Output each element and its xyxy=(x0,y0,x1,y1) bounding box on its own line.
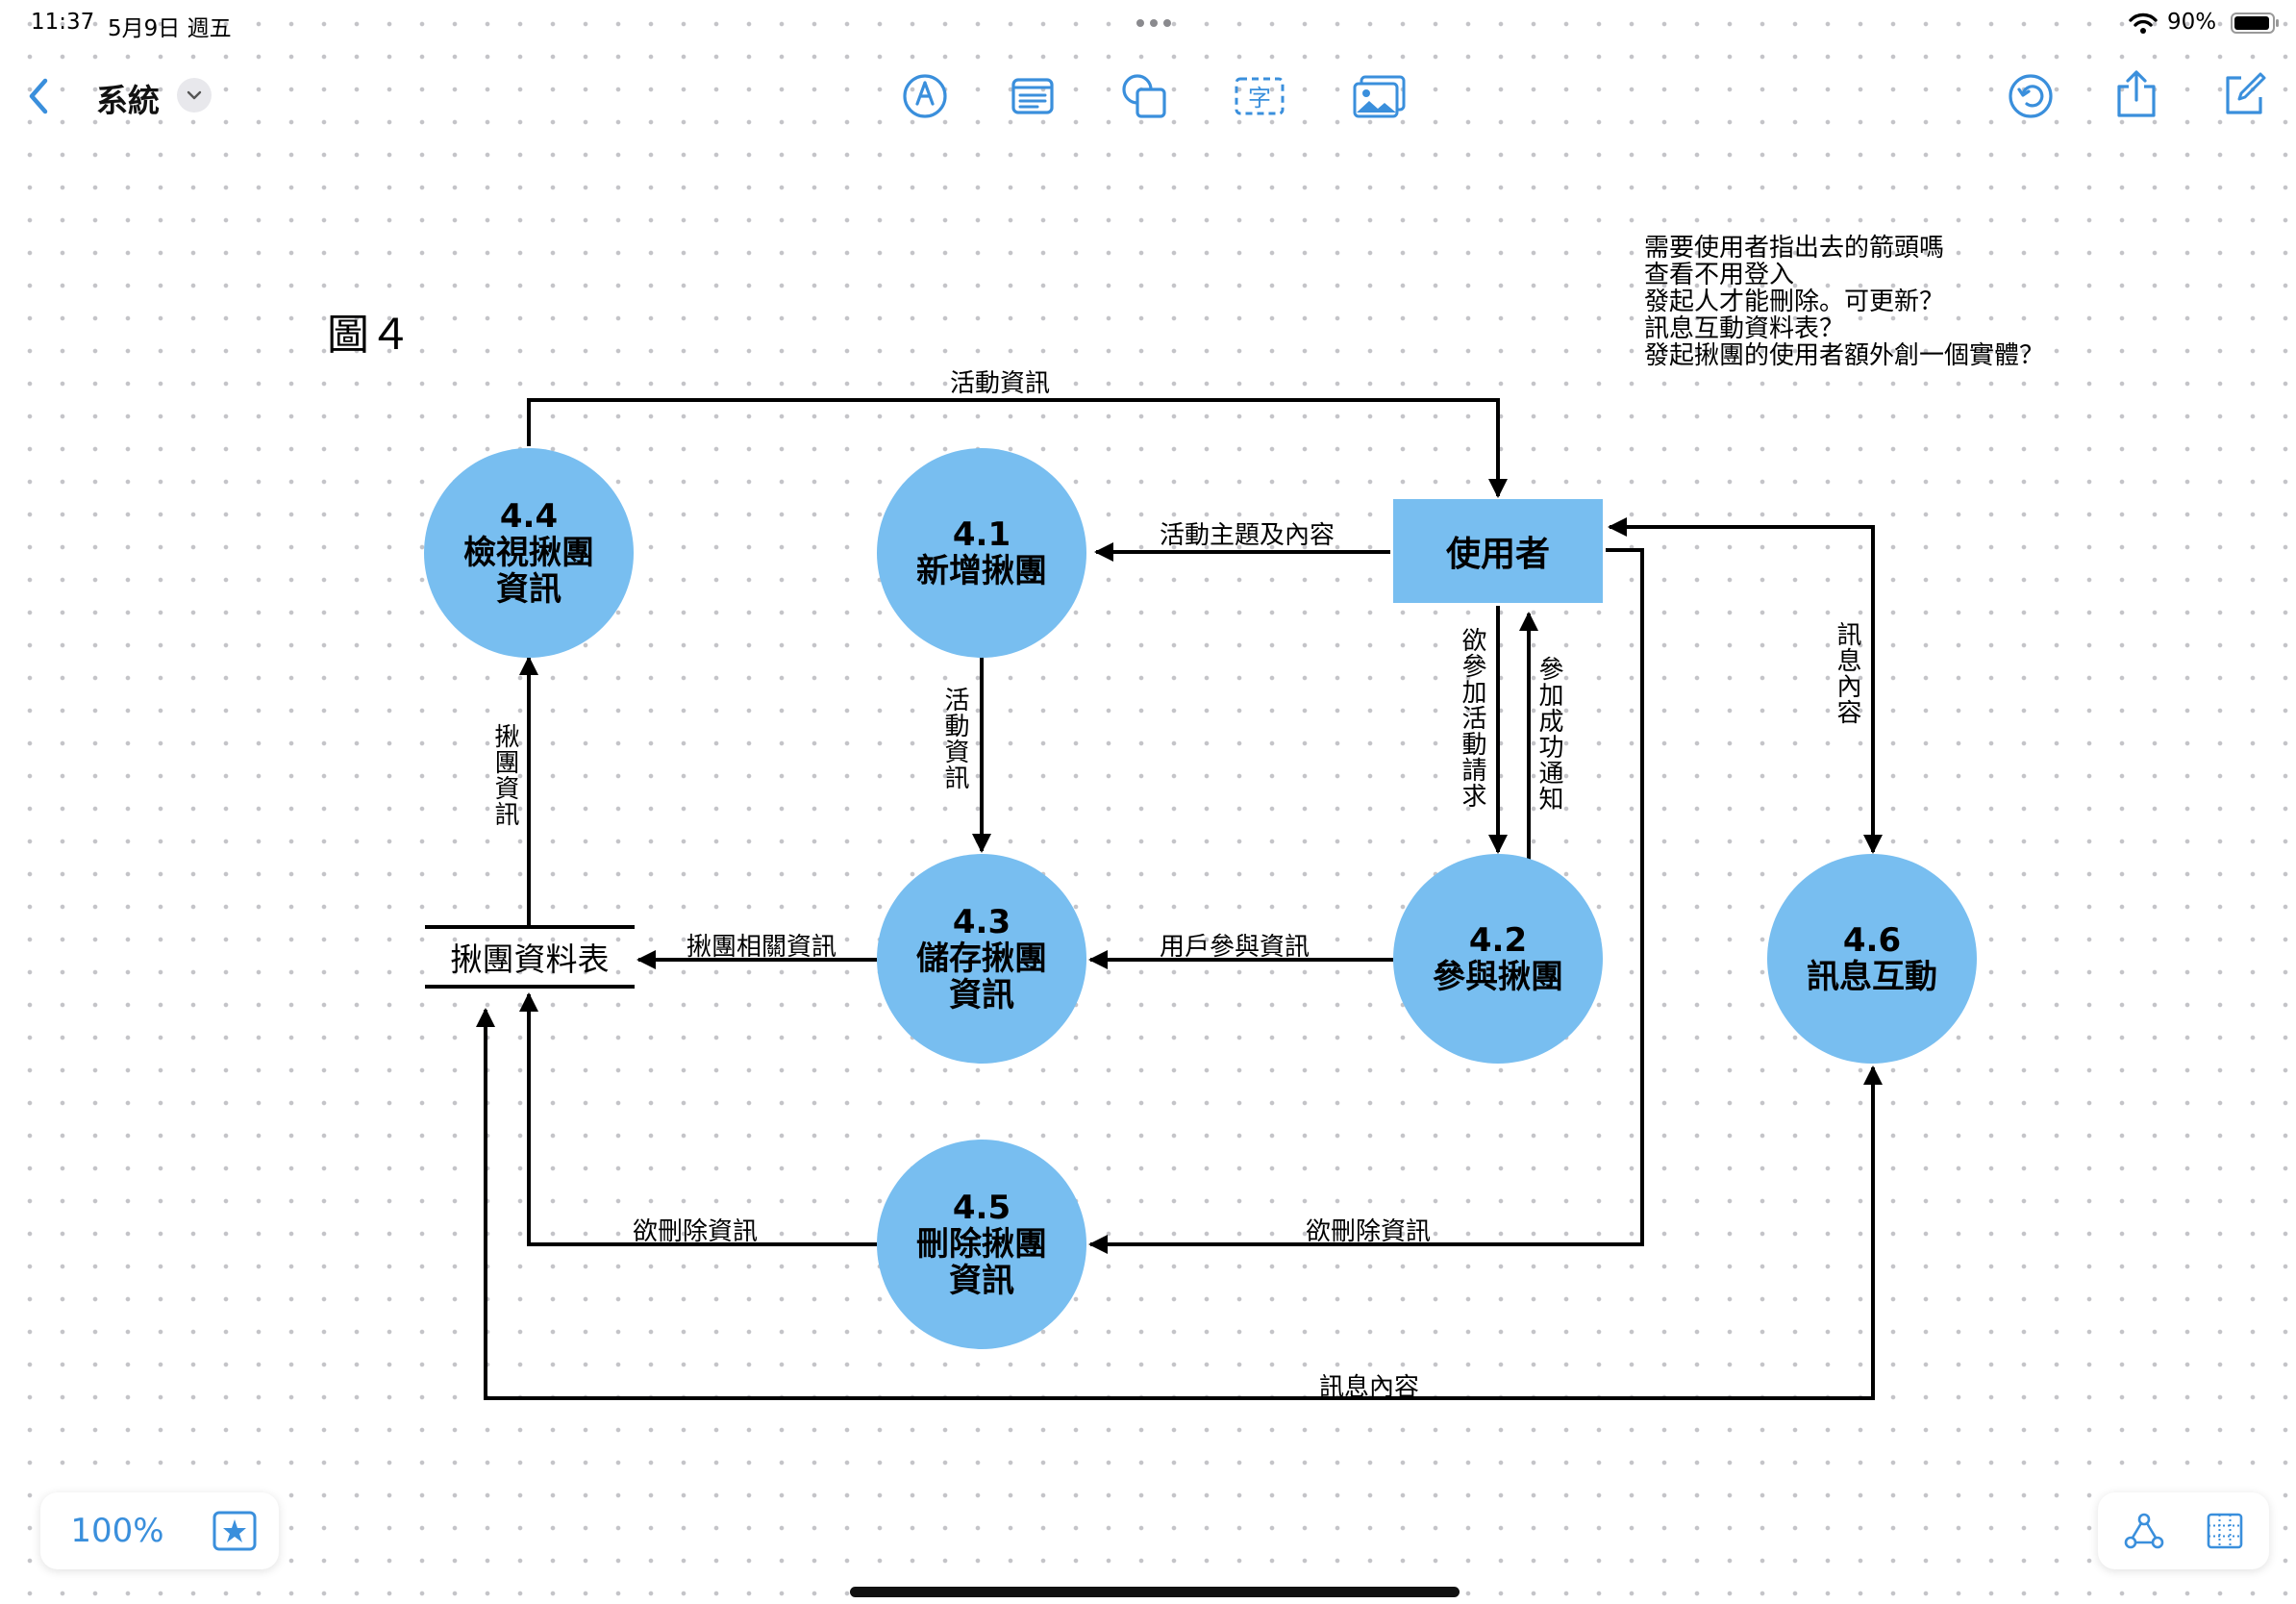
back-button[interactable] xyxy=(8,65,69,127)
connector-icon xyxy=(2124,1513,2164,1549)
back-chevron-icon xyxy=(29,78,48,114)
process-id: 4.2 xyxy=(1468,921,1528,960)
media-button[interactable] xyxy=(1349,65,1410,127)
toolbar: 字 xyxy=(0,58,2296,135)
process-id: 4.3 xyxy=(952,903,1011,941)
pen-tool-button[interactable] xyxy=(894,65,956,127)
title-menu-button[interactable] xyxy=(177,78,212,113)
flow-label[interactable]: 揪團資訊 xyxy=(490,723,519,827)
process-id: 4.4 xyxy=(499,497,559,536)
process-4-1[interactable]: 4.1 新增揪團 xyxy=(877,448,1086,658)
process-label: 刪除揪團 xyxy=(916,1225,1047,1264)
document-title[interactable]: 系統 xyxy=(96,82,160,119)
process-label: 參與揪團 xyxy=(1433,958,1563,996)
flow-4-6-to-datastore-bottom xyxy=(476,1008,1883,1400)
figure-title[interactable]: 圖４ xyxy=(327,311,412,360)
process-label: 資訊 xyxy=(949,976,1014,1015)
process-label: 新增揪團 xyxy=(916,552,1047,590)
share-button[interactable] xyxy=(2106,63,2167,125)
process-id: 4.1 xyxy=(952,515,1011,554)
grid-toggle-button[interactable] xyxy=(2194,1500,2256,1562)
shapes-icon xyxy=(1122,74,1166,118)
flow-activity-info-top xyxy=(527,398,1508,498)
chevron-down-icon xyxy=(187,90,202,100)
undo-icon xyxy=(2009,74,2053,118)
process-label: 資訊 xyxy=(496,570,562,609)
flow-label[interactable]: 欲刪除資訊 xyxy=(633,1217,759,1246)
flow-label[interactable]: 活動主題及內容 xyxy=(1160,521,1335,550)
note-line: 發起人才能刪除。可更新？ xyxy=(1644,288,1945,316)
flow-label[interactable]: 活動資訊 xyxy=(950,369,1051,398)
text-box-icon: 字 xyxy=(1235,77,1285,115)
note-line: 查看不用登入 xyxy=(1644,261,1795,289)
flow-label[interactable]: 欲參加活動請求 xyxy=(1458,627,1486,809)
process-4-4[interactable]: 4.4 檢視揪團 資訊 xyxy=(424,448,634,658)
note-line: 訊息互動資料表？ xyxy=(1644,314,1845,343)
compose-icon xyxy=(2226,72,2266,114)
flow-label[interactable]: 參加成功通知 xyxy=(1535,656,1563,812)
undo-button[interactable] xyxy=(2000,65,2061,127)
flow-label[interactable]: 欲刪除資訊 xyxy=(1306,1217,1432,1246)
note-line: 需要使用者指出去的箭頭嗎 xyxy=(1644,234,1945,263)
notes-text[interactable]: 需要使用者指出去的箭頭嗎 查看不用登入 發起人才能刪除。可更新？ 訊息互動資料表… xyxy=(1644,235,2044,369)
zoom-level-button[interactable]: 100% xyxy=(70,1512,164,1550)
status-bar: 11:37 5月9日 週五 90% xyxy=(0,0,2296,46)
favorite-button[interactable] xyxy=(210,1506,260,1556)
view-controls xyxy=(2098,1492,2269,1569)
media-icon xyxy=(1353,75,1406,118)
connector-button[interactable] xyxy=(2113,1500,2175,1562)
flow-4-5-to-datastore xyxy=(519,992,877,1246)
flow-label[interactable]: 揪團相關資訊 xyxy=(686,933,837,962)
process-4-5[interactable]: 4.5 刪除揪團 資訊 xyxy=(877,1140,1086,1349)
compose-button[interactable] xyxy=(2213,63,2275,125)
flow-label[interactable]: 訊息內容 xyxy=(1319,1373,1420,1402)
sticky-note-button[interactable] xyxy=(1002,65,1063,127)
entity-user[interactable]: 使用者 xyxy=(1393,499,1603,603)
wifi-icon xyxy=(2129,13,2158,34)
datastore-group-table[interactable]: 揪團資料表 xyxy=(425,925,635,989)
sticky-note-icon xyxy=(1011,78,1054,114)
process-id: 4.5 xyxy=(952,1189,1011,1227)
share-icon xyxy=(2117,70,2156,117)
text-box-button[interactable]: 字 xyxy=(1229,65,1290,127)
status-time: 11:37 xyxy=(31,10,95,35)
pen-tool-icon xyxy=(903,74,947,118)
process-4-3[interactable]: 4.3 儲存揪團 資訊 xyxy=(877,854,1086,1064)
process-id: 4.6 xyxy=(1842,921,1902,960)
star-icon xyxy=(212,1511,257,1551)
process-label: 檢視揪團 xyxy=(463,534,594,572)
shapes-button[interactable] xyxy=(1113,65,1175,127)
flow-user-4-6 xyxy=(1608,517,1883,854)
zoom-controls: 100% xyxy=(40,1492,279,1569)
process-4-2[interactable]: 4.2 參與揪團 xyxy=(1393,854,1603,1064)
process-label: 儲存揪團 xyxy=(916,940,1047,978)
flow-label[interactable]: 用戶參與資訊 xyxy=(1160,933,1310,962)
svg-text:字: 字 xyxy=(1248,85,1271,112)
process-label: 資訊 xyxy=(949,1262,1014,1300)
multitasking-dots-icon[interactable] xyxy=(1133,10,1175,37)
flow-label[interactable]: 訊息內容 xyxy=(1833,621,1861,725)
flow-user-to-4-5 xyxy=(1088,548,1644,1254)
flow-label[interactable]: 活動資訊 xyxy=(940,687,969,790)
process-label: 訊息互動 xyxy=(1807,958,1937,996)
process-4-6[interactable]: 4.6 訊息互動 xyxy=(1767,854,1977,1064)
status-date: 5月9日 週五 xyxy=(108,16,232,41)
home-indicator[interactable] xyxy=(850,1587,1460,1597)
battery-percent: 90% xyxy=(2167,10,2217,35)
battery-icon xyxy=(2231,13,2279,34)
grid-icon xyxy=(2207,1513,2243,1549)
note-line: 發起揪團的使用者額外創一個實體？ xyxy=(1644,341,2045,370)
